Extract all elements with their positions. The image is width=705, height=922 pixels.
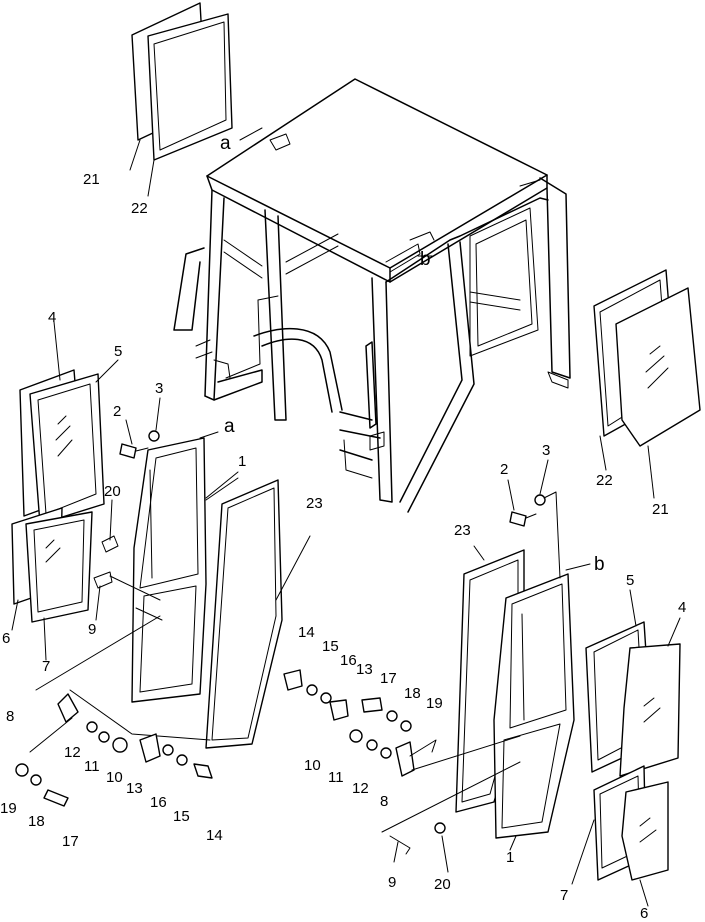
callout-13-mid: 13 [356, 661, 373, 678]
leader-lines [11, 139, 681, 907]
callout-5-right: 5 [626, 572, 634, 589]
callout-8-mid: 8 [380, 793, 388, 810]
door-frame-1-right [493, 573, 575, 839]
callout-6-right: 6 [640, 905, 648, 922]
glass-21-right [615, 287, 701, 447]
ref-a-left: a [224, 416, 235, 437]
callout-18-left: 18 [28, 813, 45, 830]
callout-8-left: 8 [6, 708, 14, 725]
callout-17-mid: 17 [380, 670, 397, 687]
callout-19-mid: 19 [426, 695, 443, 712]
side-window-assembly [593, 269, 701, 447]
right-door-assembly [283, 491, 681, 881]
callout-22-top: 22 [131, 200, 148, 217]
callout-7-right: 7 [560, 887, 568, 904]
seal-5-left [29, 373, 105, 525]
glass-4-right [619, 643, 681, 777]
ref-b-top: b [420, 249, 431, 270]
callout-4-left: 4 [48, 309, 56, 326]
cab-frame [173, 78, 571, 513]
callout-21-top: 21 [83, 171, 100, 188]
callout-23-left: 23 [306, 495, 323, 512]
seal-7-left [25, 511, 93, 623]
callout-12-mid: 12 [352, 780, 369, 797]
callout-2-left: 2 [113, 403, 121, 420]
callout-1-left: 1 [238, 453, 246, 470]
ref-b-right: b [594, 554, 605, 575]
callout-3-right: 3 [542, 442, 550, 459]
door-frame-1-left [131, 437, 207, 703]
gasket-23-left [205, 479, 283, 749]
hinge-8-left [57, 693, 79, 723]
reference-arrows [199, 127, 591, 571]
callout-labels: 21 22 a b 4 5 2 3 a 1 20 23 6 9 7 8 12 1… [0, 133, 686, 922]
callout-17-left: 17 [62, 833, 79, 850]
hinge-13-mid [329, 699, 349, 721]
callout-16-mid: 16 [340, 652, 357, 669]
callout-21-right: 21 [652, 501, 669, 518]
callout-11-mid: 11 [328, 769, 344, 786]
callout-23-right: 23 [454, 522, 471, 539]
callout-14-left: 14 [206, 827, 223, 844]
callout-2-right: 2 [500, 461, 508, 478]
callout-7-left: 7 [42, 658, 50, 675]
callout-3-left: 3 [155, 380, 163, 397]
seal-22-top [147, 13, 233, 161]
callout-1-right: 1 [506, 849, 514, 866]
callout-13-left: 13 [126, 780, 143, 797]
callout-9-right: 9 [388, 874, 396, 891]
roof-window-assembly [131, 2, 233, 161]
callout-16-left: 16 [150, 794, 167, 811]
callout-9-left: 9 [88, 621, 96, 638]
left-door-assembly [11, 369, 283, 807]
callout-20-right: 20 [434, 876, 451, 893]
callout-10-left: 10 [106, 769, 123, 786]
callout-22-right: 22 [596, 472, 613, 489]
hinge-8-right [395, 741, 415, 777]
callout-18-mid: 18 [404, 685, 421, 702]
callout-12-left: 12 [64, 744, 81, 761]
ref-a-top: a [220, 133, 231, 154]
callout-6-left: 6 [2, 630, 10, 647]
callout-5-left: 5 [114, 343, 122, 360]
callout-10-mid: 10 [304, 757, 321, 774]
hinge-13-left [139, 733, 161, 763]
callout-11-left: 11 [84, 758, 100, 775]
callout-20-left: 20 [104, 483, 121, 500]
callout-14-mid: 14 [298, 624, 315, 641]
callout-19-left: 19 [0, 800, 17, 817]
callout-4-right: 4 [678, 599, 686, 616]
callout-15-mid: 15 [322, 638, 339, 655]
glass-6-right [621, 781, 669, 881]
callout-15-left: 15 [173, 808, 190, 825]
